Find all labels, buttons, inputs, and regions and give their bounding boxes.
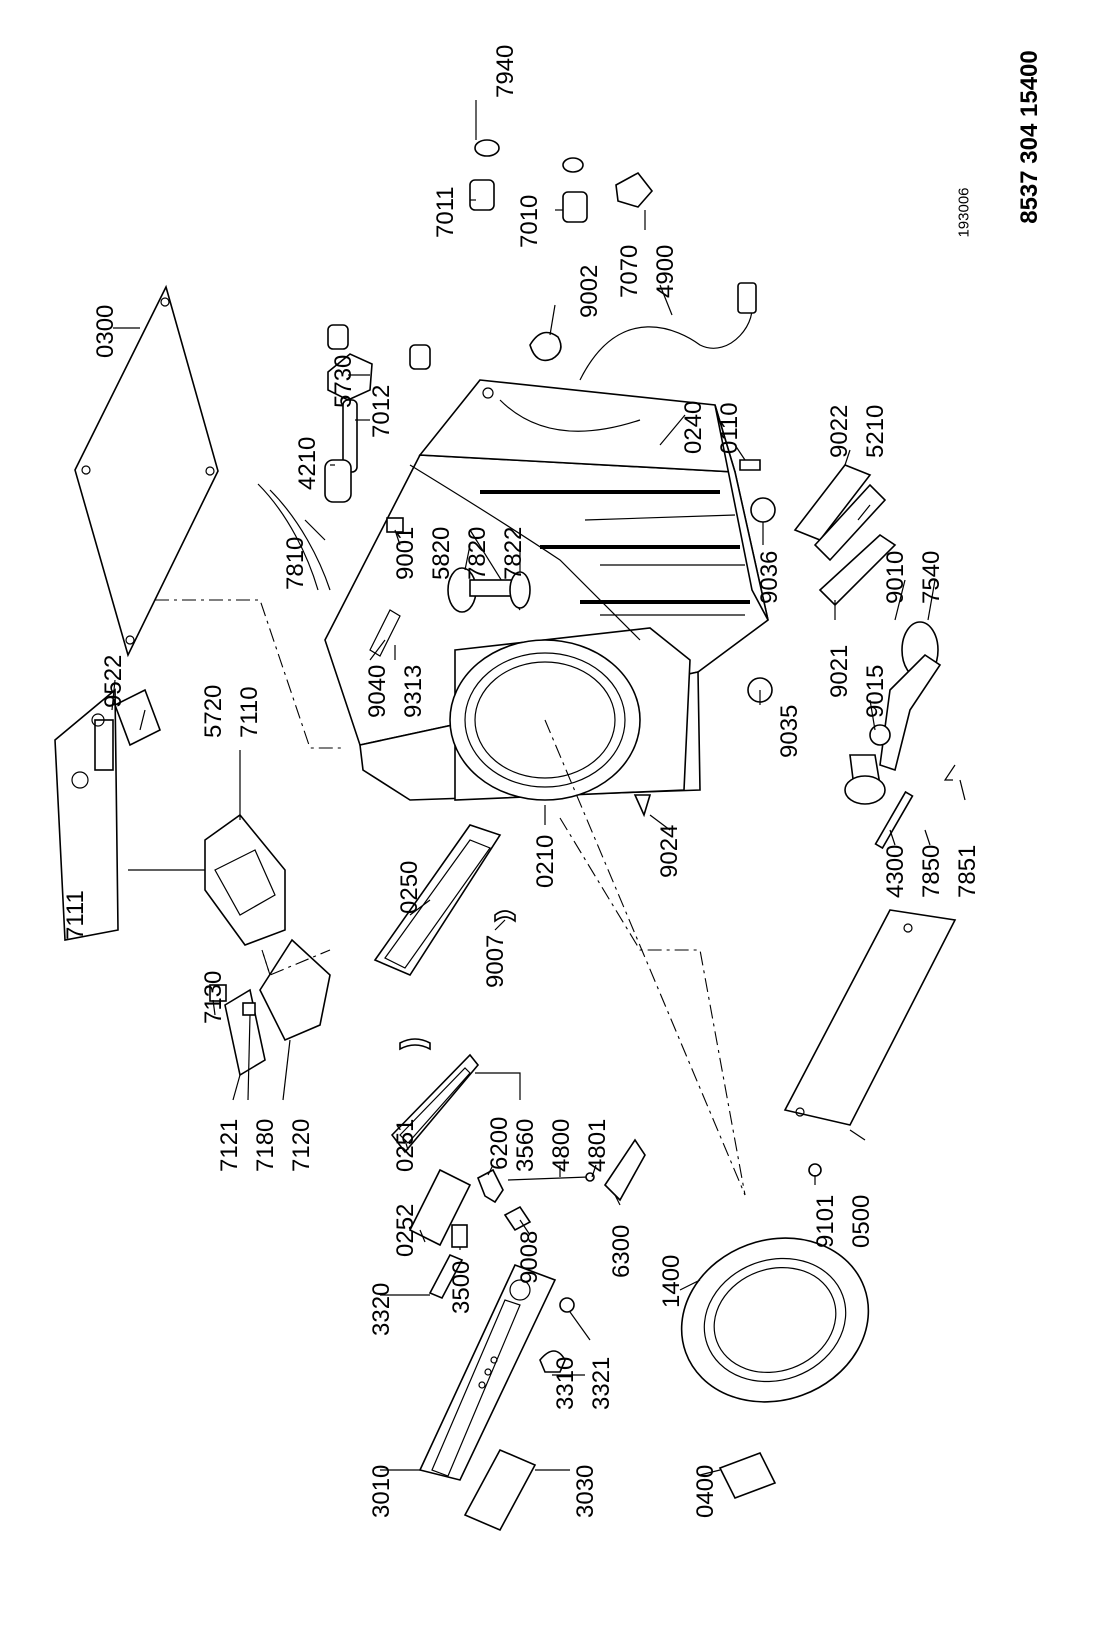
mains-cable-part <box>579 171 757 381</box>
part-label-0400: 0400 <box>692 1464 719 1518</box>
part-label-5720: 5720 <box>200 684 227 738</box>
part-label-0300: 0300 <box>92 304 119 358</box>
part-label-4210: 4210 <box>294 436 321 490</box>
part-label-9022: 9022 <box>826 404 853 458</box>
part-label-9035: 9035 <box>776 704 803 758</box>
part-label-3010: 3010 <box>368 1464 395 1518</box>
part-label-5820: 5820 <box>428 526 455 580</box>
handle-lower <box>399 1038 431 1051</box>
part-label-7851: 7851 <box>954 844 981 898</box>
part-label-3310: 3310 <box>552 1356 579 1410</box>
part-label-4800: 4800 <box>548 1118 575 1172</box>
clamp-9002 <box>529 331 562 362</box>
part-label-6300: 6300 <box>608 1224 635 1278</box>
part-label-0110: 0110 <box>716 402 743 454</box>
rear-parts <box>739 459 897 607</box>
drawer-7120-part <box>209 938 331 1077</box>
part-label-0251: 0251 <box>392 1118 419 1172</box>
pump-hose-part <box>747 621 956 850</box>
heater-group <box>369 517 531 657</box>
part-label-3500: 3500 <box>448 1260 475 1314</box>
part-label-1400: 1400 <box>658 1254 685 1308</box>
part-label-9002: 9002 <box>576 264 603 318</box>
door-1400-part <box>680 1237 870 1403</box>
part-label-7010: 7010 <box>516 194 543 248</box>
part-label-7130: 7130 <box>200 970 227 1024</box>
part-label-7940: 7940 <box>492 44 519 98</box>
part-label-7180: 7180 <box>252 1118 279 1172</box>
part-label-9024: 9024 <box>656 824 683 878</box>
part-label-7120: 7120 <box>288 1118 315 1172</box>
leader-lines <box>111 100 966 1476</box>
part-label-0500: 0500 <box>848 1194 875 1248</box>
part-label-7110: 7110 <box>236 686 263 738</box>
part-label-0250: 0250 <box>396 860 423 914</box>
cabinet-body-part <box>324 379 769 801</box>
top-panel-part <box>74 284 219 658</box>
part-label-7121: 7121 <box>216 1118 243 1172</box>
switch-3320-part <box>428 1253 464 1300</box>
drawing-number: 193006 <box>955 187 973 238</box>
part-label-7111: 7111 <box>62 890 89 940</box>
tray-0250-part <box>373 824 502 977</box>
cap-9101 <box>808 1163 822 1177</box>
part-label-6200: 6200 <box>486 1116 513 1170</box>
valve-group <box>257 353 373 591</box>
document-number: 8537 304 15400 <box>1016 50 1043 224</box>
part-label-7820: 7820 <box>464 526 491 580</box>
foot-9024 <box>633 794 652 818</box>
part-label-9007: 9007 <box>482 934 509 988</box>
handle-9007 <box>494 910 516 923</box>
board-0252-part <box>408 1168 472 1248</box>
part-label-0240: 0240 <box>680 400 707 454</box>
part-label-7070: 7070 <box>616 244 643 298</box>
part-label-0210: 0210 <box>532 834 559 888</box>
button-strip-3030-part <box>463 1448 537 1532</box>
part-label-3560: 3560 <box>512 1118 539 1172</box>
part-label-4300: 4300 <box>882 844 909 898</box>
part-label-3320: 3320 <box>368 1282 395 1336</box>
part-label-9040: 9040 <box>364 664 391 718</box>
part-label-9001: 9001 <box>392 526 419 580</box>
part-label-9522: 9522 <box>100 654 127 708</box>
part-label-7540: 7540 <box>918 550 945 604</box>
hinge-0400-part <box>718 1451 777 1500</box>
part-label-9036: 9036 <box>756 550 783 604</box>
part-label-9101: 9101 <box>812 1194 839 1248</box>
part-label-9008: 9008 <box>516 1230 543 1284</box>
knob-3321 <box>559 1297 575 1313</box>
part-label-0252: 0252 <box>392 1203 419 1257</box>
part-label-3321: 3321 <box>588 1356 615 1410</box>
part-label-4900: 4900 <box>652 244 679 298</box>
part-label-9010: 9010 <box>882 550 909 604</box>
part-label-7810: 7810 <box>282 536 309 590</box>
part-label-7850: 7850 <box>918 844 945 898</box>
part-label-3030: 3030 <box>572 1464 599 1518</box>
part-label-9021: 9021 <box>826 644 853 698</box>
plinth-0500-part <box>783 909 957 1126</box>
inlet-hoses-part <box>327 139 588 370</box>
part-label-5730: 5730 <box>330 354 357 408</box>
part-label-7822: 7822 <box>500 526 527 580</box>
part-label-7011: 7011 <box>432 186 459 238</box>
part-label-9015: 9015 <box>862 664 889 718</box>
part-label-9313: 9313 <box>400 664 427 718</box>
part-label-5210: 5210 <box>862 404 889 458</box>
part-label-7012: 7012 <box>368 384 395 438</box>
assembly-lines <box>155 599 746 1196</box>
part-label-4801: 4801 <box>584 1118 611 1172</box>
knob-3310 <box>539 1350 566 1373</box>
control-panel-3010-part <box>418 1263 557 1481</box>
dispenser-box-part <box>204 813 286 946</box>
dispenser-top-part <box>54 688 162 941</box>
